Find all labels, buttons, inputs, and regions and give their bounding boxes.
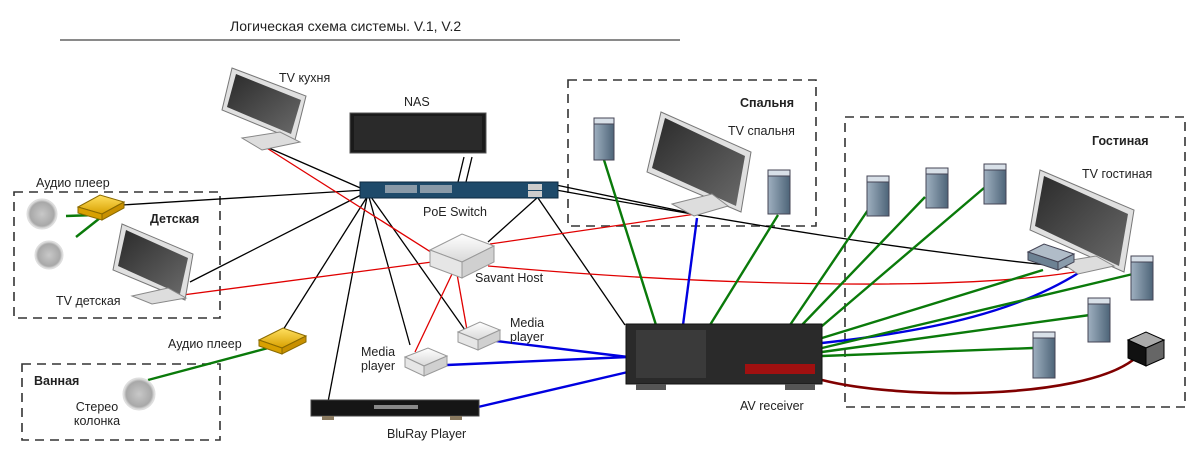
media-player-2-icon[interactable] — [456, 321, 502, 351]
ctrl-savant-tv-kids — [159, 261, 433, 299]
ctrl-savant-media2 — [456, 273, 468, 331]
stereo-speaker-bath-icon — [122, 377, 156, 411]
room-label-spalnya: Спальня — [740, 96, 794, 110]
spk-bedroom-right — [708, 214, 780, 326]
room-boundary-spalnya — [567, 79, 817, 227]
tv-kids-icon[interactable] — [112, 223, 194, 305]
ctrl-savant-tv-bedroom — [489, 213, 697, 245]
cable-switch-tv-kitchen — [261, 144, 366, 191]
page-title: Логическая схема системы. V.1, V.2 — [230, 18, 462, 34]
hdmi-media2-receiver — [487, 338, 629, 359]
audio-player-bath-label: Аудио плеер — [168, 337, 242, 351]
speaker-cables — [65, 159, 1134, 382]
hdmi-cables — [446, 217, 1081, 409]
cable-switch-receiver — [537, 197, 626, 326]
speaker-living-4-icon — [1130, 255, 1154, 301]
stereo-speaker-label: Стерео колонка — [70, 400, 124, 428]
cable-switch-savant — [487, 196, 539, 243]
tv-bedroom-icon[interactable] — [646, 111, 752, 217]
subwoofer-icon — [1126, 331, 1166, 367]
room-label-vannaya: Ванная — [34, 374, 80, 388]
room-boundary-detskaya — [13, 191, 221, 319]
spk-living-4 — [821, 272, 1134, 350]
cable-switch-nas-1 — [457, 156, 465, 183]
hdmi-media1-receiver — [446, 355, 629, 367]
cable-switch-bluray — [327, 196, 368, 403]
tv-kitchen-label: TV кухня — [279, 71, 331, 85]
audio-player-kids-label: Аудио плеер — [36, 176, 110, 190]
media-player-2-label-line1: Media — [510, 316, 545, 330]
nas-icon[interactable] — [349, 112, 487, 154]
tv-bedroom-label: TV спальня — [728, 124, 795, 138]
ceiling-speaker-kids-2 — [34, 240, 64, 270]
cable-switch-audio-kids — [121, 189, 366, 206]
speaker-living-2-icon — [925, 167, 949, 209]
spk-living-5 — [821, 313, 1091, 354]
tv-living-label: TV гостиная — [1082, 167, 1153, 181]
hdmi-bluray-receiver — [477, 370, 629, 409]
speaker-living-5-icon — [1087, 297, 1111, 343]
ctrl-savant-tv-kitchen — [261, 144, 457, 269]
nas-label: NAS — [404, 95, 430, 109]
hdmi-receiver-tv-bedroom — [681, 217, 699, 326]
speaker-bedroom-left-icon — [593, 117, 615, 161]
ceiling-speaker-kids-1 — [26, 198, 58, 230]
cable-switch-tv-bedroom — [555, 184, 701, 216]
spk-living-3 — [814, 187, 985, 333]
media-player-1-label: Media player — [361, 345, 395, 373]
speaker-living-1-icon — [866, 175, 890, 217]
cable-switch-tv-kids — [189, 192, 366, 283]
speaker-living-3-icon — [983, 163, 1007, 205]
ctrl-savant-tv-living — [487, 265, 1076, 285]
stereo-speaker-label-line2: колонка — [73, 414, 121, 428]
tv-kitchen-icon[interactable] — [221, 67, 307, 151]
spk-bath — [147, 345, 273, 382]
stereo-speaker-label-line1: Стерео — [75, 400, 119, 414]
sub-cable — [821, 358, 1134, 395]
center-speaker-icon — [1026, 243, 1076, 271]
audio-player-kids-icon[interactable] — [76, 194, 126, 221]
bluray-player-icon[interactable] — [310, 399, 480, 420]
room-label-detskaya: Детская — [150, 212, 200, 226]
room-label-gostinaya: Гостиная — [1092, 134, 1149, 148]
speaker-living-6-icon — [1032, 331, 1056, 379]
room-boundary-gostinaya — [844, 116, 1186, 408]
savant-host-icon[interactable] — [428, 233, 496, 279]
network-cables — [121, 144, 1076, 403]
media-player-2-label-line2: player — [510, 330, 545, 344]
spk-living-1 — [789, 206, 871, 326]
cable-switch-tv-living — [555, 189, 1076, 269]
av-receiver-label: AV receiver — [740, 399, 804, 413]
ctrl-savant-media1 — [414, 273, 453, 353]
cable-switch-audio-bath — [282, 196, 368, 331]
media-player-2-label: Media player — [510, 316, 544, 344]
av-receiver-icon[interactable] — [625, 323, 823, 390]
speaker-bedroom-right-icon — [767, 169, 791, 215]
audio-player-bath-icon[interactable] — [257, 327, 308, 355]
spk-kids-2 — [75, 217, 101, 238]
spk-living-6 — [821, 346, 1034, 358]
spk-bedroom-left — [602, 159, 658, 326]
bluray-label: BluRay Player — [387, 427, 467, 441]
tv-kids-label: TV детская — [56, 294, 121, 308]
cable-switch-nas-2 — [465, 156, 473, 183]
poe-switch-label: PoE Switch — [423, 205, 487, 219]
cable-switch-media1 — [368, 196, 411, 346]
media-player-1-icon[interactable] — [403, 347, 449, 377]
spk-living-center — [821, 268, 1044, 340]
savant-host-label: Savant Host — [475, 271, 544, 285]
media-player-1-label-line1: Media — [361, 345, 396, 359]
spk-living-2 — [799, 196, 926, 328]
poe-switch-icon[interactable] — [359, 181, 559, 199]
room-boundary-vannaya — [21, 363, 221, 441]
media-player-1-label-line2: player — [361, 359, 396, 373]
